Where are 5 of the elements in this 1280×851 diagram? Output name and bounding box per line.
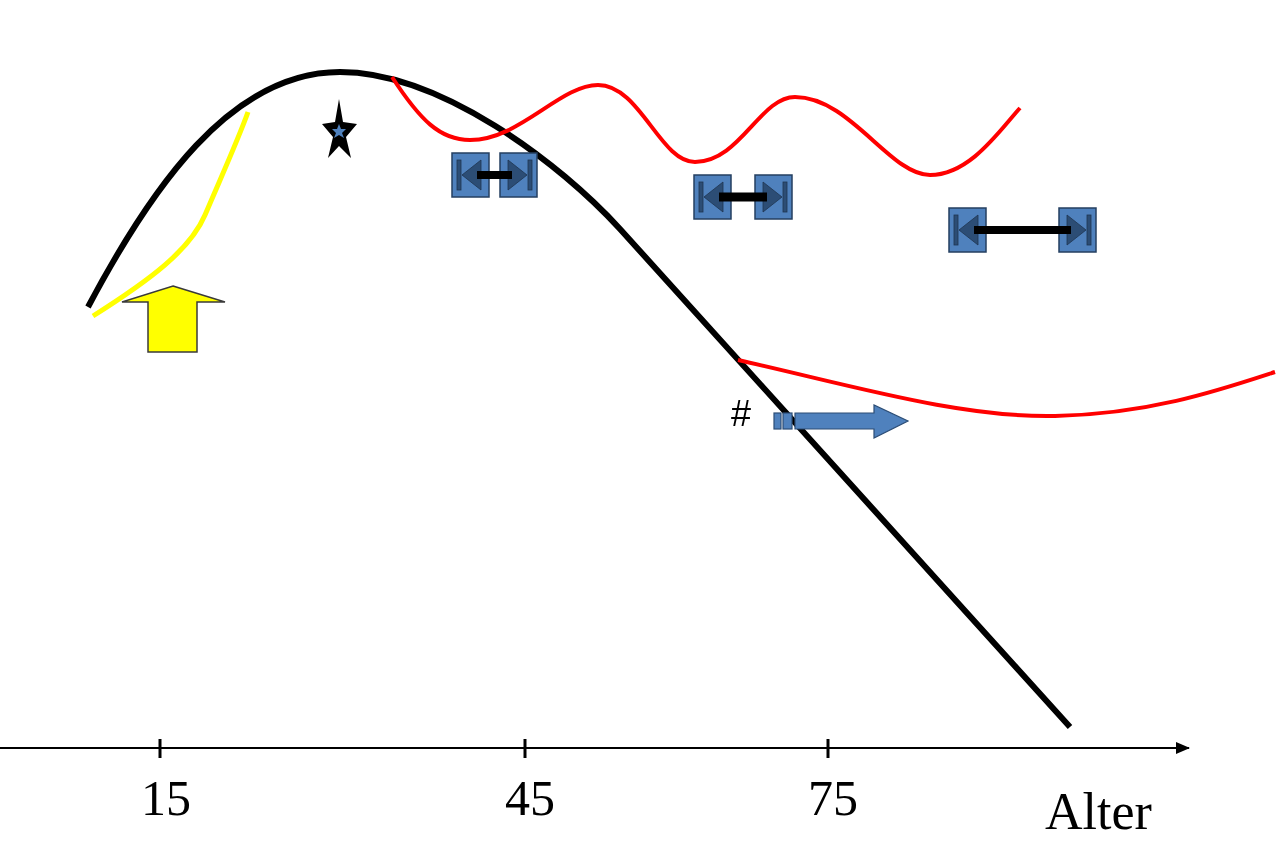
axis-tick-label: 45 [505,773,555,823]
axis-tick-label: 75 [808,773,858,823]
symbol-label: # [731,396,752,432]
axis-title: Alter [1045,786,1152,838]
axis-tick-label: 15 [141,773,191,823]
